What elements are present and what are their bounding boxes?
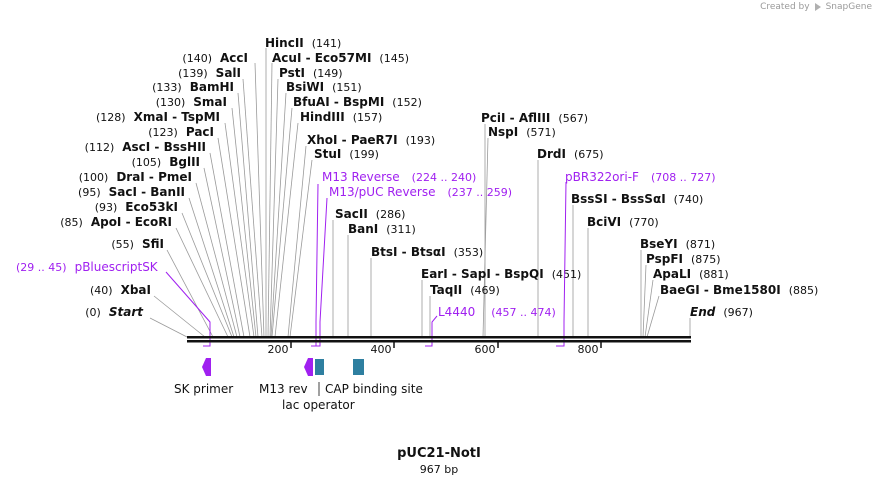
primer-pbr322ori-f-leader — [556, 181, 567, 347]
site-bseyi: BseYI(871) — [640, 237, 715, 251]
feature-lac-operator: lac operator — [282, 398, 355, 412]
site-sali: (139)SalI — [178, 66, 241, 80]
site-bsiwi: BsiWI(151) — [286, 80, 362, 94]
site-psti: PstI(149) — [279, 66, 343, 80]
sk-primer-arrow-icon — [202, 358, 211, 376]
site-apali: ApaLI(881) — [653, 267, 729, 281]
site-xmai: (128)XmaI - TspMI — [96, 110, 220, 124]
primer-l4440-leader — [425, 315, 438, 347]
site-btsi: BtsI - BtsαI(353) — [371, 245, 483, 259]
site-bfuai: BfuAI - BspMI(152) — [293, 95, 422, 109]
feature-labels: SK primer M13 rev lac operator CAP bindi… — [174, 382, 423, 412]
site-paci: (123)PacI — [148, 125, 214, 139]
primer-labels: (29 .. 45)pBluescriptSK M13 Reverse(224 … — [16, 170, 716, 319]
site-leaders — [149, 48, 691, 338]
primers — [165, 181, 567, 347]
site-baegi: BaeGI - Bme1580I(885) — [660, 283, 818, 297]
credit-brand: SnapGene — [825, 2, 872, 12]
tick-label-400: 400 — [371, 343, 392, 356]
site-nspi: NspI(571) — [488, 125, 556, 139]
site-eari: EarI - SapI - BspQI(451) — [421, 267, 581, 281]
lac-operator-box — [315, 359, 324, 375]
site-labels: HincII(141) (140)AccI AcuI - Eco57MI(145… — [60, 36, 818, 319]
tick-label-800: 800 — [578, 343, 599, 356]
plasmid-title: pUC21-NotI — [397, 446, 481, 461]
primer-pbluescriptsk-leader — [165, 271, 211, 347]
primer-m13-reverse: M13 Reverse(224 .. 240) — [322, 170, 476, 184]
ruler: 200 400 600 800 — [268, 341, 602, 356]
site-drai: (100)DraI - PmeI — [79, 170, 192, 184]
snapgene-logo-icon — [814, 3, 821, 11]
feature-sk-primer: SK primer — [174, 382, 233, 396]
site-xhoi: XhoI - PaeR7I(193) — [307, 133, 435, 147]
site-bglii: (105)BglII — [132, 155, 200, 169]
plasmid-length: 967 bp — [419, 463, 459, 476]
site-sfii: (55)SfiI — [111, 237, 164, 251]
primer-pbluescriptsk: (29 .. 45)pBluescriptSK — [16, 260, 159, 274]
site-pspfi: PspFI(875) — [646, 252, 721, 266]
primer-pbr322ori-f: pBR322ori-F(708 .. 727) — [565, 170, 716, 184]
feature-m13-rev: M13 rev — [259, 382, 308, 396]
m13-rev-arrow-icon — [304, 358, 313, 376]
site-start: (0)Start — [85, 305, 144, 319]
site-apoi: (85)ApoI - EcoRI — [60, 215, 172, 229]
site-acui: AcuI - Eco57MI(145) — [272, 51, 409, 65]
site-smai: (130)SmaI — [156, 95, 227, 109]
primer-m13-puc-reverse: M13/pUC Reverse(237 .. 259) — [329, 185, 512, 199]
site-drdi: DrdI(675) — [537, 147, 604, 161]
site-asci: (112)AscI - BssHII — [85, 140, 206, 154]
site-sacii: SacII(286) — [335, 207, 405, 221]
site-eco53ki: (93)Eco53kI — [95, 200, 178, 214]
credit-prefix: Created by — [760, 2, 810, 12]
site-hincii: HincII(141) — [265, 36, 341, 50]
primer-l4440: L4440(457 .. 474) — [438, 305, 556, 319]
primer-m13-reverse-leader — [311, 183, 319, 347]
site-bani: BanI(311) — [348, 222, 416, 236]
site-pcii: PciI - AflIII(567) — [481, 111, 588, 125]
backbone — [187, 336, 691, 343]
feature-cap-binding-site: CAP binding site — [325, 382, 423, 396]
site-saci: (95)SacI - BanII — [78, 185, 185, 199]
tick-label-200: 200 — [268, 343, 289, 356]
site-acci: (140)AccI — [182, 51, 248, 65]
primer-m13-puc-reverse-leader — [314, 197, 328, 347]
site-xbai: (40)XbaI — [90, 283, 151, 297]
features — [202, 358, 364, 396]
tick-label-600: 600 — [475, 343, 496, 356]
site-stui: StuI(199) — [314, 147, 379, 161]
site-bcivi: BciVI(770) — [587, 215, 659, 229]
snapgene-credit: Created by SnapGene — [760, 2, 872, 12]
site-end: End(967) — [690, 305, 753, 319]
site-hindiii: HindIII(157) — [300, 110, 382, 124]
site-bamhi: (133)BamHI — [152, 80, 234, 94]
site-taqii: TaqII(469) — [430, 283, 500, 297]
cap-binding-site-box — [353, 359, 364, 375]
site-bsssi: BssSI - BssSαI(740) — [571, 192, 703, 206]
